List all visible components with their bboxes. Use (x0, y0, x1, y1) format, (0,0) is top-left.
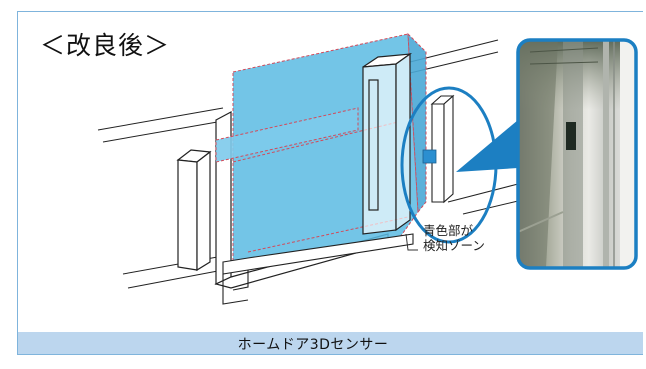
figure-frame: ＜改良後＞ 青色部が 検知ゾーン ホームドア3Dセンサー (17, 11, 643, 355)
platform-door-diagram (97, 32, 638, 305)
zone-label-line-2: 検知ゾーン (423, 238, 485, 253)
diagram-heading: ＜改良後＞ (40, 31, 171, 60)
zone-label-line-1: 青色部が (423, 223, 474, 238)
zone-label-leader (405, 233, 418, 251)
platform-door-sensor-photo (518, 40, 636, 268)
caption-bar: ホームドア3Dセンサー (18, 332, 643, 354)
figure-caption: ホームドア3Dセンサー (237, 337, 389, 353)
photo-frame (516, 38, 638, 270)
left-pillar (176, 149, 212, 272)
sensor-callout (400, 86, 518, 244)
detection-zone-label: 青色部が 検知ゾーン (423, 223, 485, 253)
platform-edge (222, 233, 414, 305)
